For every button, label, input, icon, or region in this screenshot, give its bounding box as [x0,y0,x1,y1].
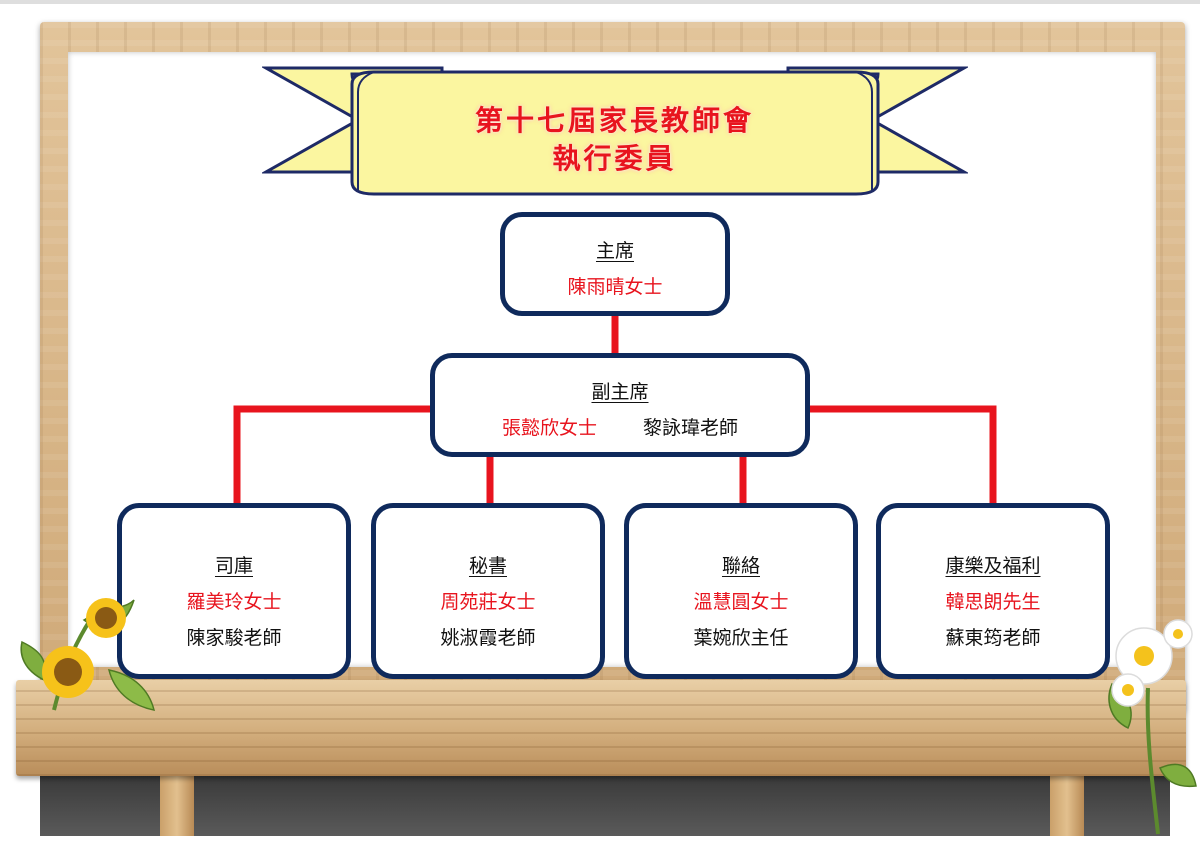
chairman-name: 陳雨晴女士 [567,276,663,298]
wooden-shelf [16,680,1186,776]
board-leg-left [160,776,194,836]
daisy-decoration-icon [1108,619,1197,835]
treasurer-box: 司庫 羅美玲女士 陳家駿老師 [117,503,351,679]
chairman-box: 主席 陳雨晴女士 [500,212,730,316]
welfare-box: 康樂及福利 韓思朗先生 蘇東筠老師 [876,503,1110,679]
liaison-parent-name: 溫慧圓女士 [693,591,789,613]
banner-title: 第十七屆家長教師會 執行委員 [352,102,877,178]
welfare-teacher-name: 蘇東筠老師 [945,627,1041,649]
treasurer-parent-name: 羅美玲女士 [186,591,282,613]
top-divider [0,0,1200,4]
sunflower-decoration-icon [20,598,156,711]
liaison-box: 聯絡 溫慧圓女士 葉婉欣主任 [624,503,858,679]
secretary-parent-name: 周苑莊女士 [440,591,536,613]
connector-vice-welfare [806,405,997,507]
liaison-teacher-name: 葉婉欣主任 [693,627,789,649]
board-leg-right [1050,776,1084,836]
chairman-role: 主席 [595,240,634,262]
vice-chairman-role: 副主席 [591,381,649,403]
liaison-role: 聯絡 [721,555,760,577]
vice-chairman-parent-name: 張懿欣女士 [501,417,597,439]
ribbon-banner [262,66,968,196]
treasurer-role: 司庫 [214,555,253,577]
welfare-parent-name: 韓思朗先生 [945,591,1041,613]
secretary-box: 秘書 周苑莊女士 姚淑霞老師 [371,503,605,679]
welfare-role: 康樂及福利 [945,555,1041,577]
treasurer-teacher-name: 陳家駿老師 [186,627,282,649]
banner-title-line1: 第十七屆家長教師會 [474,104,754,137]
connector-vice-treasurer [233,405,434,507]
vice-chairman-box: 副主席 張懿欣女士 黎詠瑋老師 [430,353,810,457]
vice-chairman-teacher-name: 黎詠瑋老師 [643,417,739,439]
board-shadow [40,776,1170,836]
banner-title-line2: 執行委員 [552,142,677,175]
secretary-role: 秘書 [468,555,507,577]
secretary-teacher-name: 姚淑霞老師 [440,627,536,649]
